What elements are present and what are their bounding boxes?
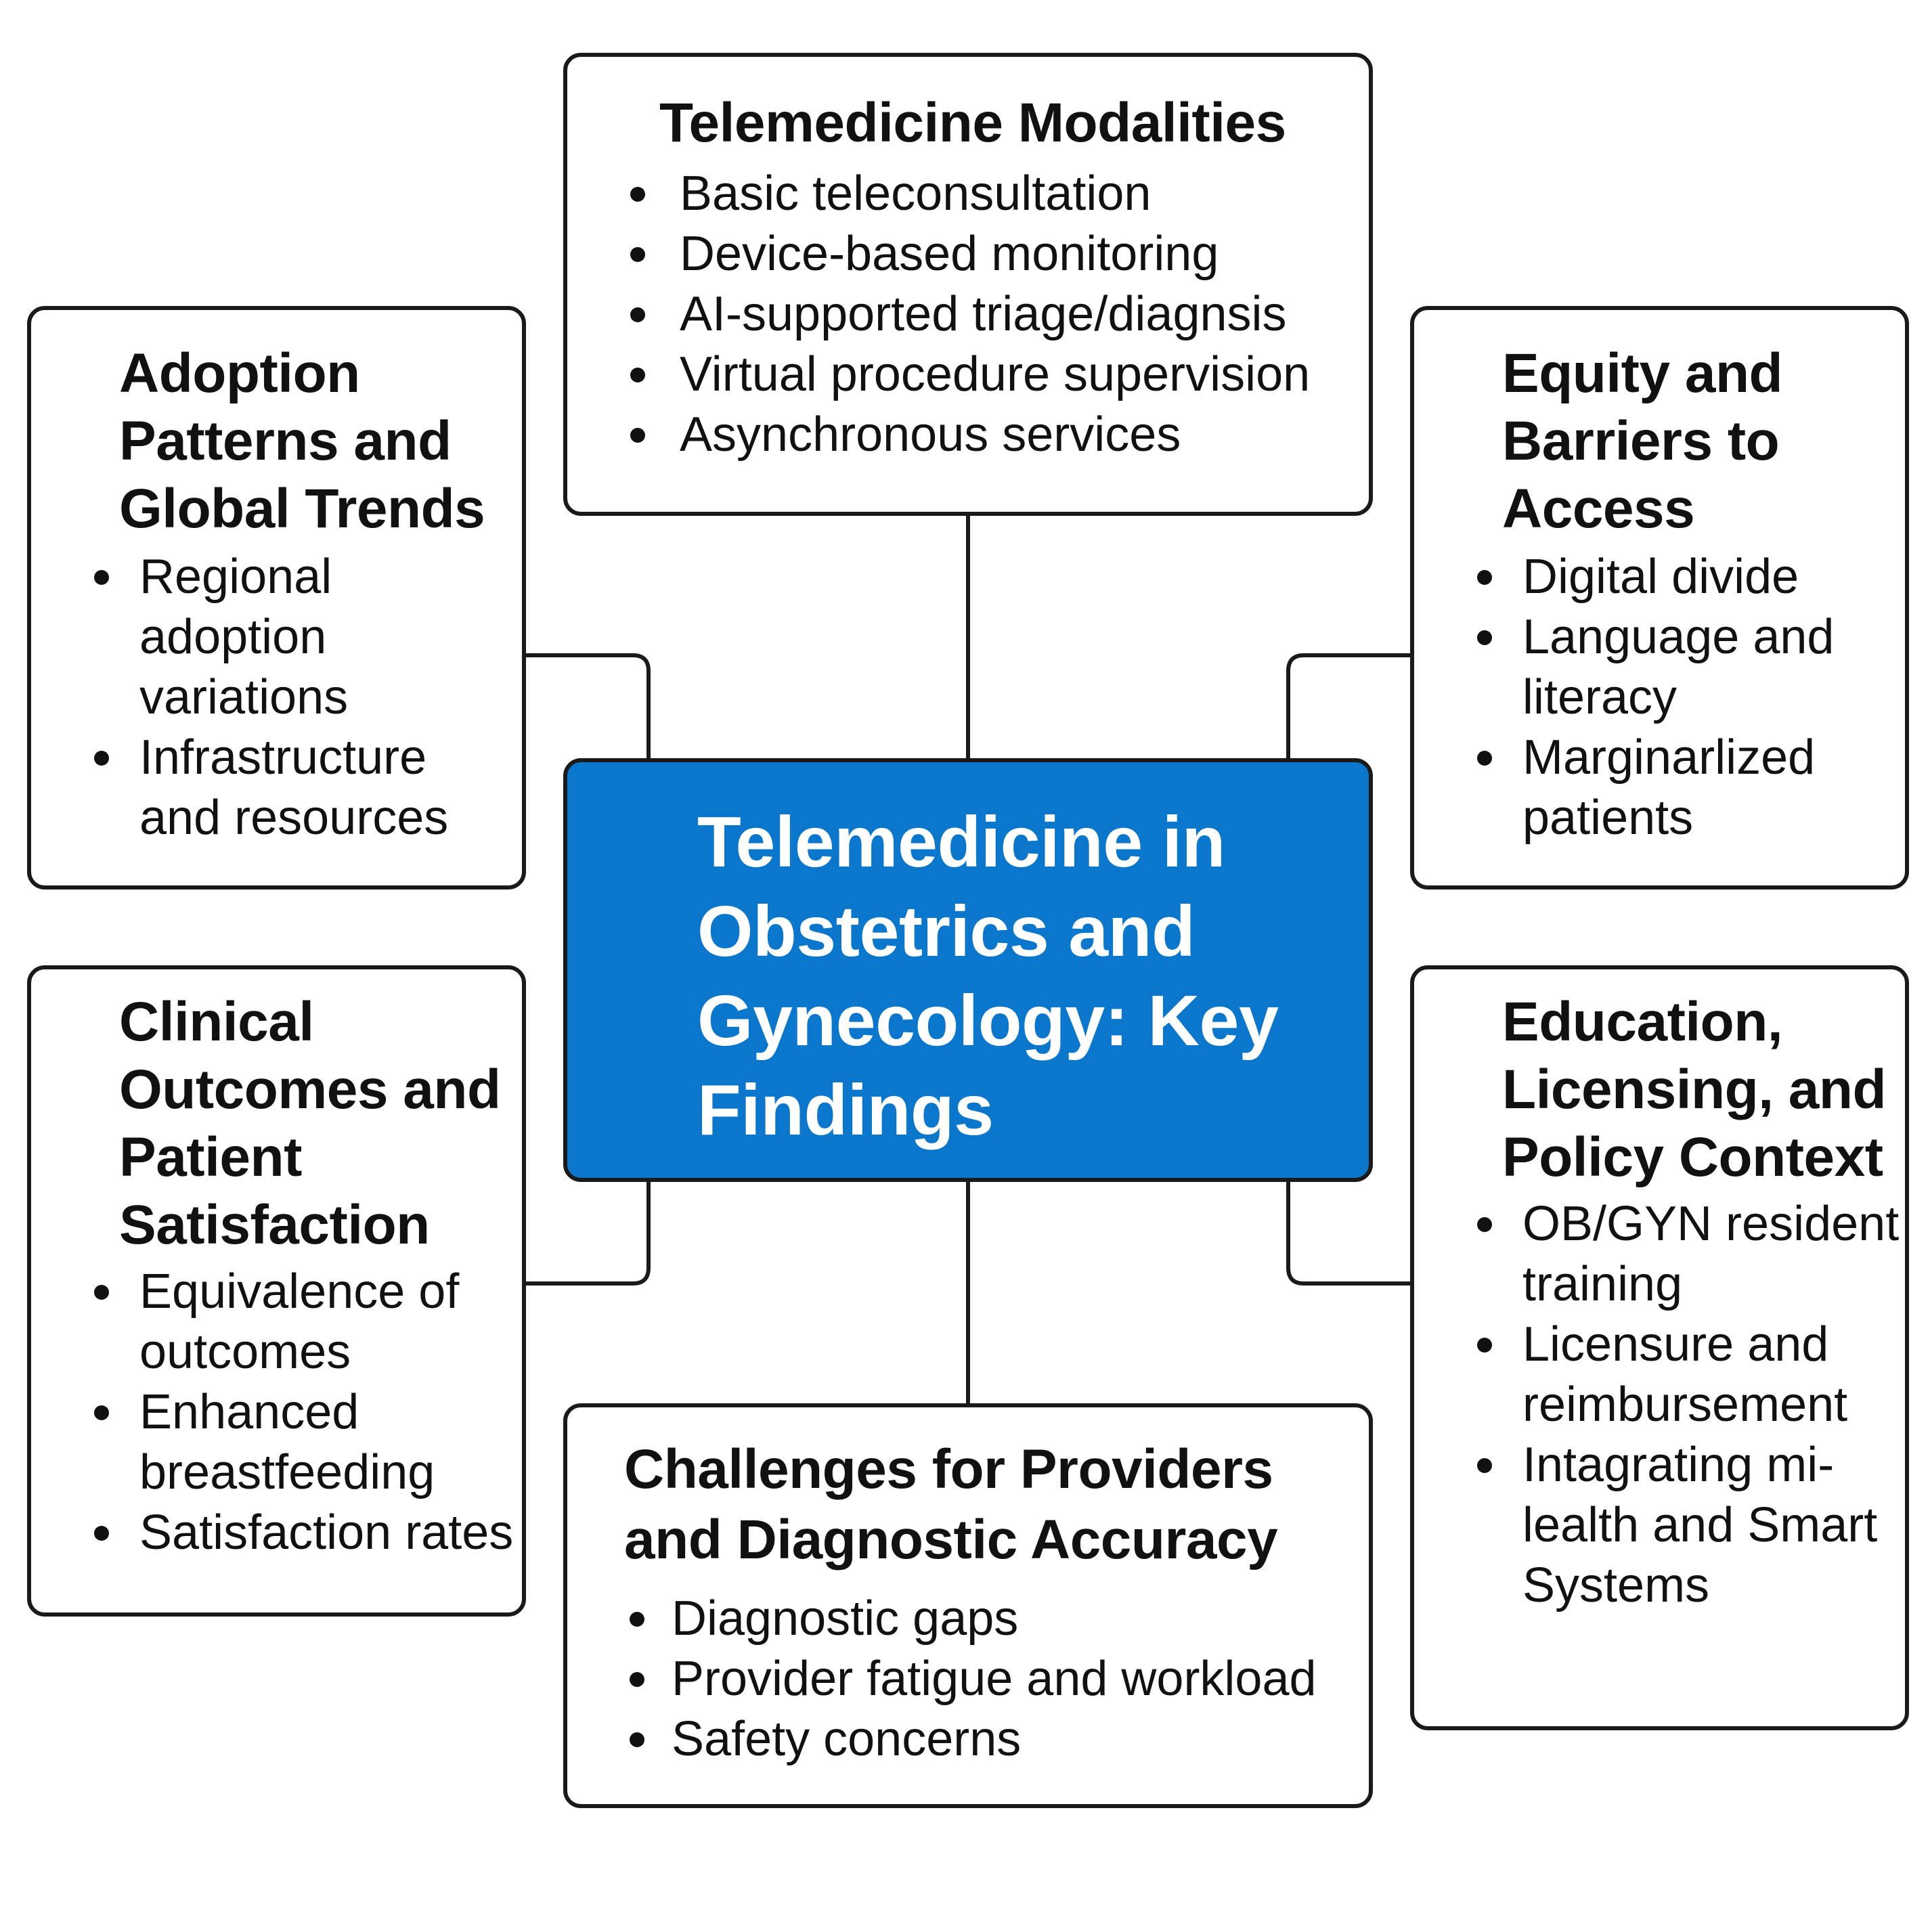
clinical-outcomes-list: Equivalence of outcomes Enhanced breastf…: [31, 1262, 515, 1563]
list-item: OB/GYN resident training: [1414, 1194, 1905, 1315]
list-item: Language and literacy: [1414, 607, 1891, 728]
list-item: Regional adoption variations: [31, 547, 508, 728]
adoption-box: Adoption Patterns and Global Trends Regi…: [27, 306, 526, 890]
equity-list: Digital divide Language and literacy Mar…: [1414, 547, 1891, 848]
list-item: Device-based monitoring: [567, 224, 1342, 284]
list-item: Infrastructure and resources: [31, 728, 508, 848]
list-item: Diagnostic gaps: [624, 1589, 1348, 1649]
list-item: Safety concerns: [624, 1709, 1348, 1770]
modalities-list: Basic teleconsultation Device-based moni…: [630, 164, 1342, 465]
challenges-list: Diagnostic gaps Provider fatigue and wor…: [624, 1589, 1348, 1770]
adoption-title: Adoption Patterns and Global Trends: [119, 343, 485, 540]
equity-title: Equity and Barriers to Access: [1502, 343, 1783, 540]
list-item: Equivalence of outcomes: [31, 1262, 515, 1382]
central-topic-box: Telemedicine in Obstetrics and Gynecolog…: [563, 758, 1373, 1182]
list-item: Virtual procedure supervision: [567, 345, 1342, 405]
education-title-text: Education, Licensing, and Policy Context: [1502, 991, 1887, 1188]
connector-left-bottom: [526, 1182, 651, 1286]
connector-left-top: [526, 653, 651, 758]
list-item: Enhanced breastfeeding: [31, 1382, 515, 1503]
list-item: Digital divide: [1414, 547, 1891, 607]
list-item: Basic teleconsultation: [567, 164, 1342, 224]
list-item: Intagrating mi-lealth and Smart Systems: [1414, 1435, 1905, 1616]
list-item: Provider fatigue and workload: [624, 1649, 1348, 1709]
challenges-box: Challenges for Providers and Diagnostic …: [563, 1403, 1373, 1808]
connector-right-top: [1286, 653, 1410, 758]
education-policy-title: Education, Licensing, and Policy Context: [1414, 988, 1905, 1191]
clinical-outcomes-box: Clinical Outcomes and Patient Satisfacti…: [27, 965, 526, 1617]
modalities-box: Telemedicine Modalities Basic teleconsul…: [563, 53, 1373, 516]
list-item: AI-supported triage/diagnsis: [567, 284, 1342, 345]
list-item: Marginarlized patients: [1414, 728, 1891, 848]
connector-right-bottom: [1286, 1182, 1410, 1286]
modalities-title: Telemedicine Modalities: [659, 92, 1286, 154]
central-topic-title: Telemedicine in Obstetrics and Gynecolog…: [697, 802, 1279, 1150]
adoption-list: Regional adoption variations Infrastruct…: [31, 547, 508, 848]
list-item: Asynchronous services: [567, 405, 1342, 465]
education-policy-list: OB/GYN resident training Licensure and r…: [1414, 1194, 1905, 1616]
list-item: Satisfaction rates: [31, 1503, 515, 1563]
education-policy-box: Education, Licensing, and Policy Context…: [1410, 965, 1909, 1730]
equity-box: Equity and Barriers to Access Digital di…: [1410, 306, 1909, 890]
list-item: Licensure and reimbursement: [1414, 1315, 1905, 1435]
challenges-title: Challenges for Providers and Diagnostic …: [624, 1439, 1278, 1571]
clinical-outcomes-title: Clinical Outcomes and Patient Satisfacti…: [119, 991, 501, 1256]
